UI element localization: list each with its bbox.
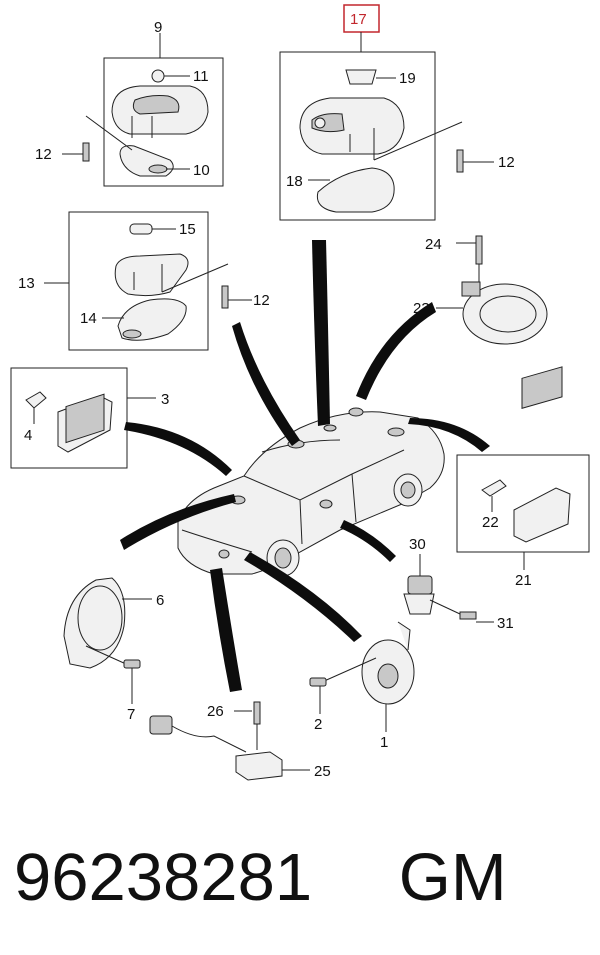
callout-10: 10 (193, 162, 210, 179)
callout-15: 15 (179, 221, 196, 238)
callout-17: 17 (350, 11, 367, 28)
brand-label: GM (398, 840, 507, 915)
trunk-lamp-assembly-21 (456, 366, 590, 570)
callout-19: 19 (399, 70, 416, 87)
callout-12-mid: 12 (253, 292, 270, 309)
callout-12-right: 12 (498, 154, 515, 171)
callout-7: 7 (127, 706, 135, 723)
callout-18: 18 (286, 173, 303, 190)
callout-13: 13 (18, 275, 35, 292)
callout-9: 9 (154, 19, 162, 36)
callout-12-left: 12 (35, 146, 52, 163)
callout-1: 1 (380, 734, 388, 751)
callout-2: 2 (314, 716, 322, 733)
dome-lamp-assembly-9 (62, 33, 224, 187)
callout-6: 6 (156, 592, 164, 609)
callout-30: 30 (409, 536, 426, 553)
dome-lamp-assembly-17 (279, 4, 494, 221)
callout-25: 25 (314, 763, 331, 780)
callout-24: 24 (425, 236, 442, 253)
map-lamp-assembly-13 (44, 211, 252, 351)
leader-swooshes (120, 240, 490, 692)
callout-3: 3 (161, 391, 169, 408)
rear-speaker-23 (436, 235, 548, 345)
horn-1 (309, 621, 415, 732)
sensor-30 (403, 554, 494, 623)
callout-31: 31 (497, 615, 514, 632)
callout-26: 26 (207, 703, 224, 720)
callout-11: 11 (193, 68, 209, 85)
callout-14: 14 (80, 310, 97, 327)
parts-diagram: 9 11 10 12 17 19 18 12 1 (10, 4, 590, 781)
vehicle-outline (177, 407, 445, 577)
callout-22: 22 (482, 514, 499, 531)
callout-4: 4 (24, 427, 32, 444)
footer: 96238281 GM (14, 838, 594, 918)
courtesy-lamp-assembly-3 (10, 367, 156, 469)
front-speaker-6 (63, 577, 152, 704)
callout-21: 21 (515, 572, 532, 589)
part-number: 96238281 (14, 840, 313, 915)
wiring-module-25 (149, 701, 310, 781)
